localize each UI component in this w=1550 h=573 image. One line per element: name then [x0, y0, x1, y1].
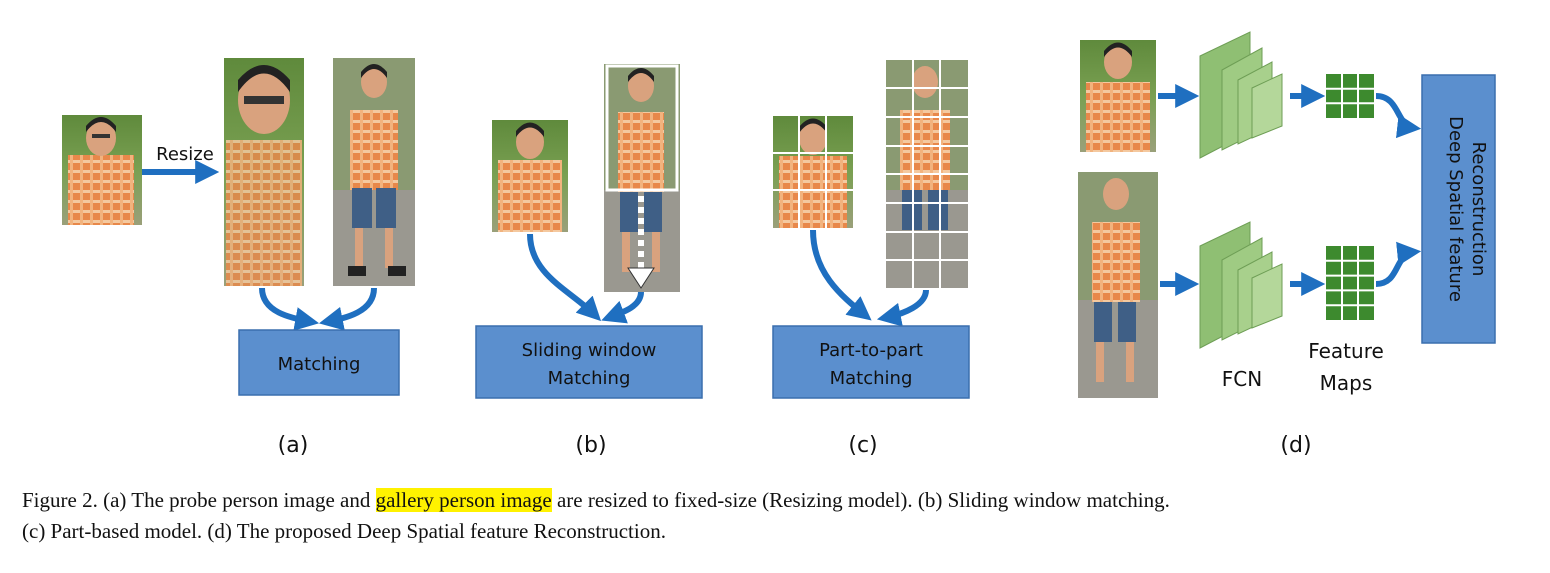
arrow-b-right: [601, 291, 644, 324]
matching-box-c-line2: Matching: [830, 368, 913, 389]
feature-maps-label-line1: Feature: [1308, 339, 1384, 363]
probe-image-d: [1080, 40, 1156, 152]
arrow-c-left: [810, 229, 872, 321]
matching-box-c: [772, 325, 970, 399]
caption-line-1: Figure 2. (a) The probe person image and…: [22, 485, 1532, 516]
panel-a: Resize Matching (a): [62, 58, 415, 458]
matching-box-a-label: Matching: [278, 354, 361, 375]
probe-image-c: [773, 116, 853, 228]
panel-b-tag: (b): [575, 433, 606, 458]
matching-box-a: [238, 329, 400, 396]
arrow-a-left: [259, 287, 320, 331]
arrow-d-fmap-to-recon-top: [1375, 93, 1422, 139]
dsr-label-line1: Deep Spatial feature: [1445, 116, 1466, 302]
gallery-image-b: [604, 64, 680, 292]
feature-map-bottom: [1326, 246, 1374, 320]
resized-probe-image: [224, 58, 304, 286]
figure-2: Resize Matching (a): [62, 31, 1496, 458]
matching-box-b: [475, 325, 703, 399]
gallery-image-c: [886, 60, 968, 288]
fcn-block-bottom: [1199, 221, 1283, 349]
arrow-c-right: [876, 289, 929, 327]
feature-maps-label-line2: Maps: [1320, 371, 1373, 395]
caption-text-1: Figure 2. (a) The probe person image and: [22, 488, 376, 512]
matching-box-b-line2: Matching: [548, 368, 631, 389]
panel-d: Deep Spatial feature Reconstruction FCN …: [1078, 31, 1496, 458]
slide-arrowhead: [627, 267, 655, 289]
gallery-image: [333, 58, 415, 286]
probe-image: [62, 115, 142, 225]
sliding-window-frame: [605, 64, 679, 192]
arrow-a-right: [318, 287, 377, 331]
fcn-label: FCN: [1222, 367, 1262, 391]
matching-box-b-line1: Sliding window: [522, 340, 657, 361]
gallery-image-d: [1078, 172, 1158, 398]
arrow-d-fmap-to-recon-bottom: [1375, 241, 1422, 287]
panel-c-tag: (c): [848, 433, 877, 458]
resize-label: Resize: [156, 144, 214, 165]
matching-box-c-line1: Part-to-part: [819, 340, 923, 361]
probe-image-b: [492, 120, 568, 232]
panel-a-tag: (a): [278, 433, 309, 458]
arrow-b-left: [527, 233, 602, 322]
caption-line-2: (c) Part-based model. (d) The proposed D…: [22, 519, 666, 543]
caption-text-2: are resized to fixed-size (Resizing mode…: [551, 488, 1170, 512]
feature-map-top: [1326, 74, 1374, 118]
dsr-box: [1421, 74, 1496, 344]
panel-d-tag: (d): [1280, 433, 1311, 458]
fcn-block-top: [1199, 31, 1283, 159]
panel-c: Part-to-part Matching (c): [772, 60, 970, 458]
figure-caption: Figure 2. (a) The probe person image and…: [22, 485, 1532, 547]
caption-highlight: gallery person image: [375, 488, 552, 512]
dsr-label-line2: Reconstruction: [1468, 142, 1489, 277]
panel-b: Sliding window Matching (b): [475, 64, 703, 458]
